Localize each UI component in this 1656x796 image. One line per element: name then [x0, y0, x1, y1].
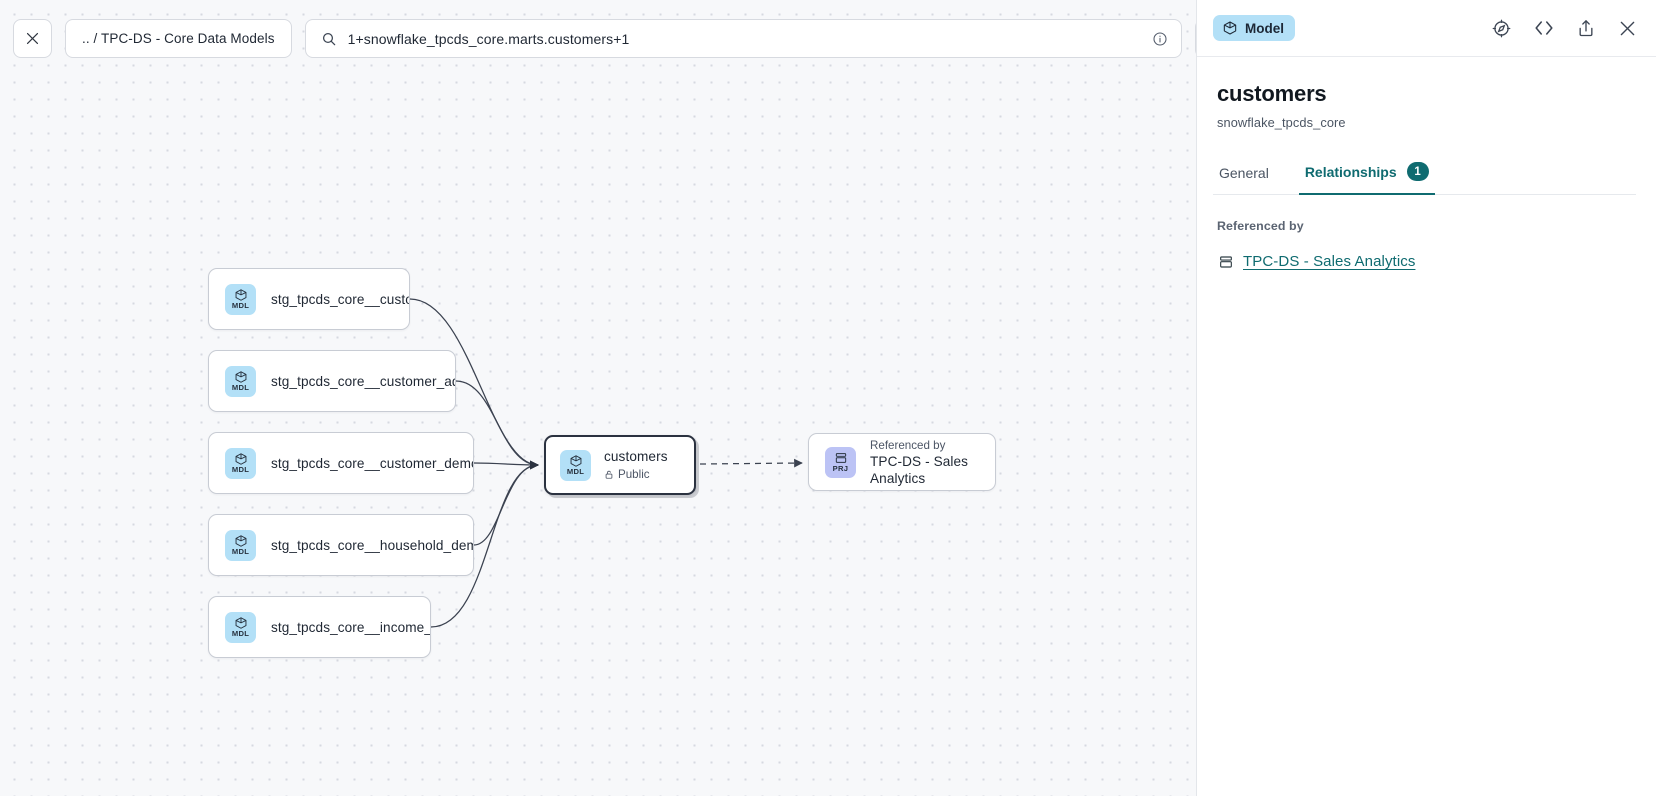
relationships-section: Referenced by TPC-DS - Sales Analytics [1217, 195, 1636, 270]
project-badge: PRJ [825, 446, 856, 478]
cube-icon [570, 455, 581, 467]
panel-actions [1491, 17, 1638, 39]
status-badge: 1 [1406, 162, 1429, 181]
entity-type-label: Model [1245, 20, 1284, 36]
model-badge: MDL [560, 449, 591, 481]
lineage-canvas[interactable]: .. / TPC-DS - Core Data Models 1+snowfla… [0, 0, 1196, 796]
badge-label: MDL [231, 301, 250, 311]
list-item[interactable]: TPC-DS - Sales Analytics [1218, 253, 1636, 270]
search-icon [322, 32, 335, 45]
graph-node[interactable]: MDL stg_tpcds_core__household_demogr… [208, 514, 474, 576]
model-badge: MDL [225, 365, 256, 397]
node-text-stack: customers Public [604, 448, 668, 482]
refresh-button[interactable] [1194, 19, 1196, 58]
graph-node-selected[interactable]: MDL customers Public [544, 435, 696, 495]
entity-type-chip: Model [1213, 15, 1295, 41]
badge-label: MDL [231, 465, 250, 475]
model-badge: MDL [225, 283, 256, 315]
node-text-stack: Referenced by TPC-DS - Sales Analytics [870, 438, 995, 487]
detail-panel-body: customers snowflake_tpcds_core General R… [1197, 57, 1656, 270]
node-label: stg_tpcds_core__household_demogr… [271, 537, 473, 553]
node-title: customers [604, 449, 668, 464]
breadcrumb[interactable]: .. / TPC-DS - Core Data Models [65, 19, 292, 58]
node-label: stg_tpcds_core__customer_address [271, 373, 455, 389]
search-input[interactable]: 1+snowflake_tpcds_core.marts.customers+1 [347, 30, 630, 47]
close-icon [26, 32, 39, 45]
tab-label: General [1219, 165, 1269, 181]
node-eyebrow: Referenced by [870, 438, 946, 452]
close-icon[interactable] [1617, 18, 1638, 39]
graph-node[interactable]: MDL stg_tpcds_core__income_band [208, 596, 431, 658]
cube-icon [235, 453, 246, 465]
tab-relationships[interactable]: Relationships 1 [1298, 162, 1435, 195]
detail-panel: Model [1196, 0, 1656, 796]
tab-label: Relationships [1304, 163, 1397, 180]
model-badge: MDL [225, 447, 256, 479]
node-title: TPC-DS - Sales Analytics [870, 453, 969, 486]
project-icon [1220, 255, 1232, 268]
cube-icon [1223, 21, 1237, 35]
lineage-search-bar[interactable]: 1+snowflake_tpcds_core.marts.customers+1 [304, 19, 1182, 58]
graph-node[interactable]: MDL stg_tpcds_core__customer_address [208, 350, 456, 412]
close-graph-button[interactable] [13, 19, 52, 58]
relationship-link[interactable]: TPC-DS - Sales Analytics [1243, 253, 1416, 270]
badge-label: MDL [231, 547, 250, 557]
graph-node[interactable]: MDL stg_tpcds_core__customer [208, 268, 410, 330]
model-badge: MDL [225, 529, 256, 561]
cube-icon [235, 535, 246, 547]
badge-label: MDL [231, 383, 250, 393]
visibility-label: Public [618, 468, 650, 481]
node-visibility: Public [604, 467, 668, 482]
graph-node[interactable]: MDL stg_tpcds_core__customer_demogra… [208, 432, 474, 494]
lock-icon [605, 470, 613, 479]
node-label: stg_tpcds_core__customer_demogra… [271, 455, 473, 471]
project-icon [835, 452, 846, 463]
cube-icon [235, 289, 246, 301]
explore-icon[interactable] [1491, 18, 1512, 39]
info-icon[interactable] [1152, 31, 1168, 47]
badge-label: MDL [566, 467, 585, 477]
graph-node-project[interactable]: PRJ Referenced by TPC-DS - Sales Analyti… [808, 433, 996, 491]
tab-general[interactable]: General [1213, 165, 1275, 195]
page-subtitle: snowflake_tpcds_core [1217, 115, 1346, 130]
model-badge: MDL [225, 611, 256, 643]
cube-icon [235, 617, 246, 629]
detail-panel-header: Model [1197, 0, 1656, 57]
badge-label: PRJ [832, 464, 849, 474]
lineage-edges [409, 298, 803, 628]
detail-tabs: General Relationships 1 [1213, 162, 1636, 195]
code-icon[interactable] [1533, 17, 1555, 39]
badge-label: MDL [231, 629, 250, 639]
relationships-heading: Referenced by [1217, 219, 1304, 233]
node-label: stg_tpcds_core__income_band [271, 619, 430, 635]
node-label: stg_tpcds_core__customer [271, 291, 409, 307]
share-icon[interactable] [1576, 18, 1596, 38]
cube-icon [235, 371, 246, 383]
page-title: customers [1217, 81, 1327, 106]
canvas-toolbar: .. / TPC-DS - Core Data Models 1+snowfla… [13, 19, 1196, 58]
